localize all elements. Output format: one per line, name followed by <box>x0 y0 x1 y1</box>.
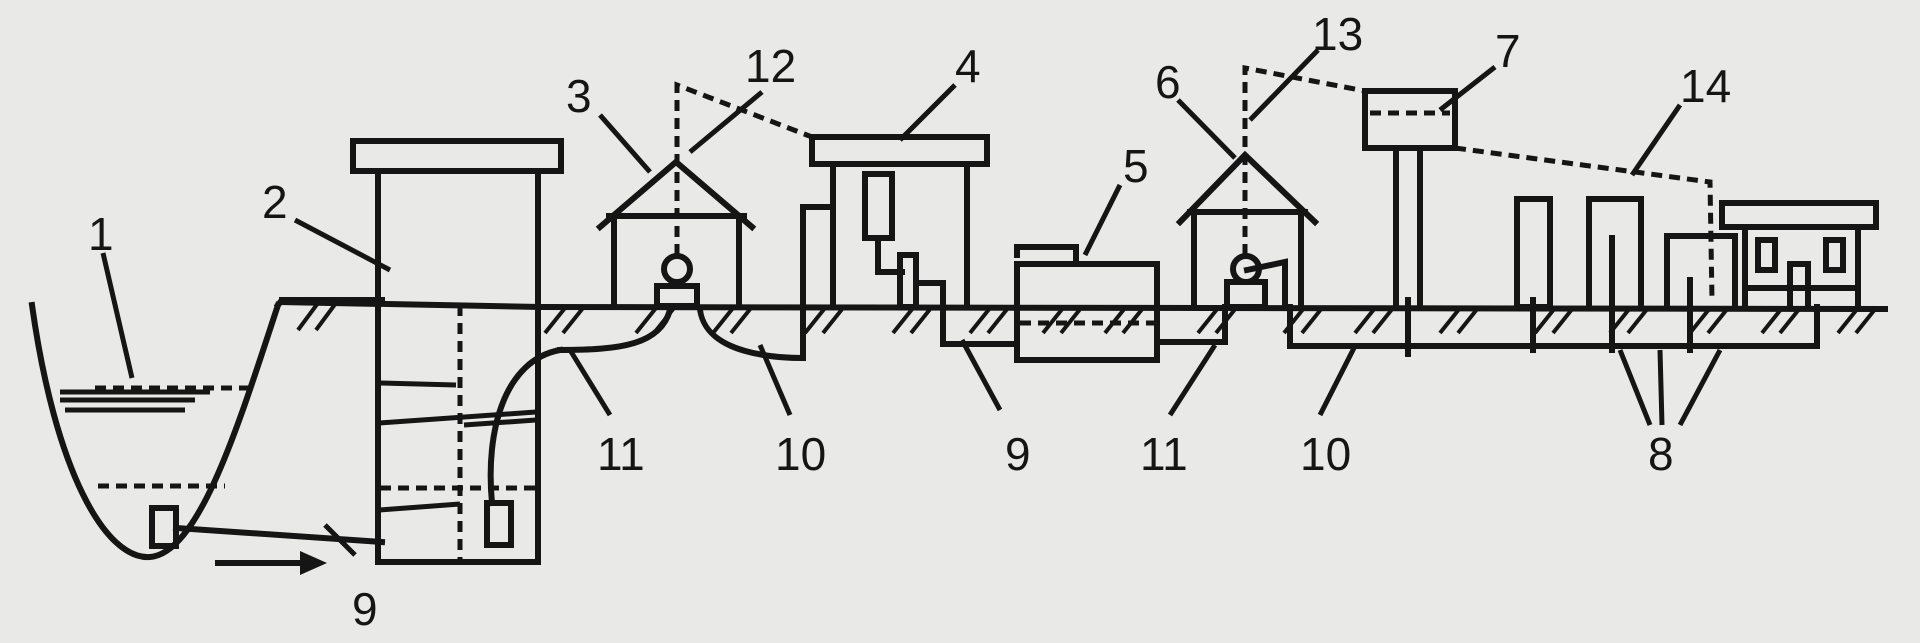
water-tower-7 <box>1362 88 1458 357</box>
ground-line <box>273 297 1889 313</box>
label-12: 12 <box>745 40 796 92</box>
intake-head <box>149 505 179 549</box>
pump-3-icon <box>661 253 693 285</box>
label-11-left: 11 <box>597 428 645 480</box>
suction-head <box>484 500 514 548</box>
pipe-10-left <box>696 306 806 362</box>
label-9-left: 9 <box>352 583 378 635</box>
label-10-right: 10 <box>1300 428 1351 480</box>
flow-arrow <box>215 551 327 575</box>
leader-lines <box>100 48 1723 557</box>
water-source <box>28 301 282 561</box>
ground-hatching <box>296 301 1878 335</box>
pump-6-icon <box>1230 253 1262 285</box>
label-9-mid: 9 <box>1005 428 1031 480</box>
label-14: 14 <box>1680 60 1731 112</box>
label-2: 2 <box>262 176 288 228</box>
label-7: 7 <box>1495 25 1521 77</box>
label-10-left: 10 <box>775 428 826 480</box>
label-5: 5 <box>1123 140 1149 192</box>
consumer-buildings-8 <box>1514 196 1879 353</box>
labels: 1 2 3 12 4 5 6 13 7 14 11 10 9 11 10 8 9 <box>88 8 1731 635</box>
label-11-right: 11 <box>1140 428 1188 480</box>
pump-station-3 <box>595 158 757 310</box>
label-4: 4 <box>955 40 981 92</box>
label-1: 1 <box>88 208 114 260</box>
label-8: 8 <box>1648 428 1674 480</box>
intake-well <box>350 138 564 565</box>
treatment-plant-4 <box>800 134 990 310</box>
intake-pipe <box>172 524 386 546</box>
label-3: 3 <box>566 70 592 122</box>
pipe-9-mid <box>940 304 1020 347</box>
label-6: 6 <box>1155 56 1181 108</box>
pressure-lines <box>674 64 1715 301</box>
label-13: 13 <box>1312 8 1363 60</box>
